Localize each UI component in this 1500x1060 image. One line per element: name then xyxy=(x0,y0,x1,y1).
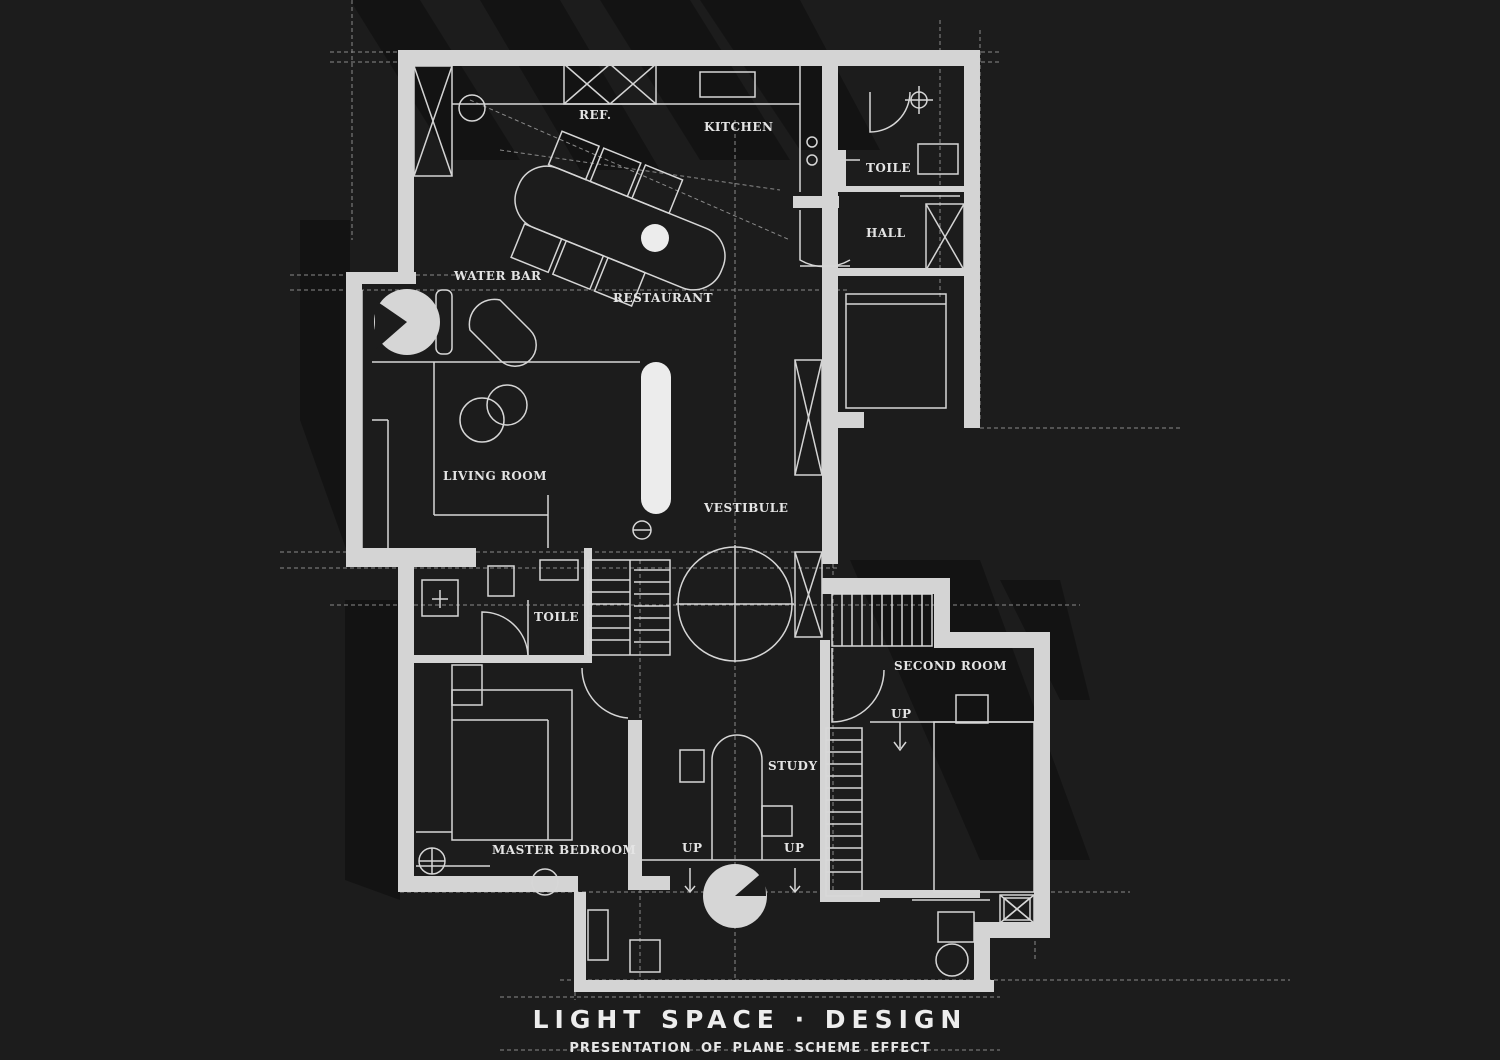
brand-subtitle: PRESENTATION OF PLANE SCHEME EFFECT xyxy=(569,1041,931,1056)
stairs xyxy=(587,559,933,897)
label-up-right: UP xyxy=(784,841,805,855)
label-restaurant: RESTAURANT xyxy=(613,291,714,305)
furniture xyxy=(372,66,1035,977)
label-vestibule: VESTIBULE xyxy=(704,501,789,515)
walls xyxy=(346,50,1050,992)
label-ref: REF. xyxy=(579,108,612,122)
window-bay xyxy=(374,289,440,355)
label-up-second: UP xyxy=(891,707,912,721)
label-water-bar: WATER BAR xyxy=(454,269,542,283)
label-kitchen: KITCHEN xyxy=(704,120,774,134)
label-living-room: LIVING ROOM xyxy=(443,469,548,483)
shadow-streaks xyxy=(300,0,1090,900)
label-master-bedroom: MASTER BEDROOM xyxy=(492,843,637,857)
label-second-room: SECOND ROOM xyxy=(894,659,1008,673)
dining-table xyxy=(510,130,726,308)
label-toile-mid: TOILE xyxy=(534,610,580,624)
brand-title: LIGHT SPACE · DESIGN xyxy=(532,1005,968,1034)
label-up-left: UP xyxy=(682,841,703,855)
label-hall: HALL xyxy=(866,226,906,240)
label-study: STUDY xyxy=(768,759,818,773)
label-toile-top: TOILE xyxy=(866,161,912,175)
